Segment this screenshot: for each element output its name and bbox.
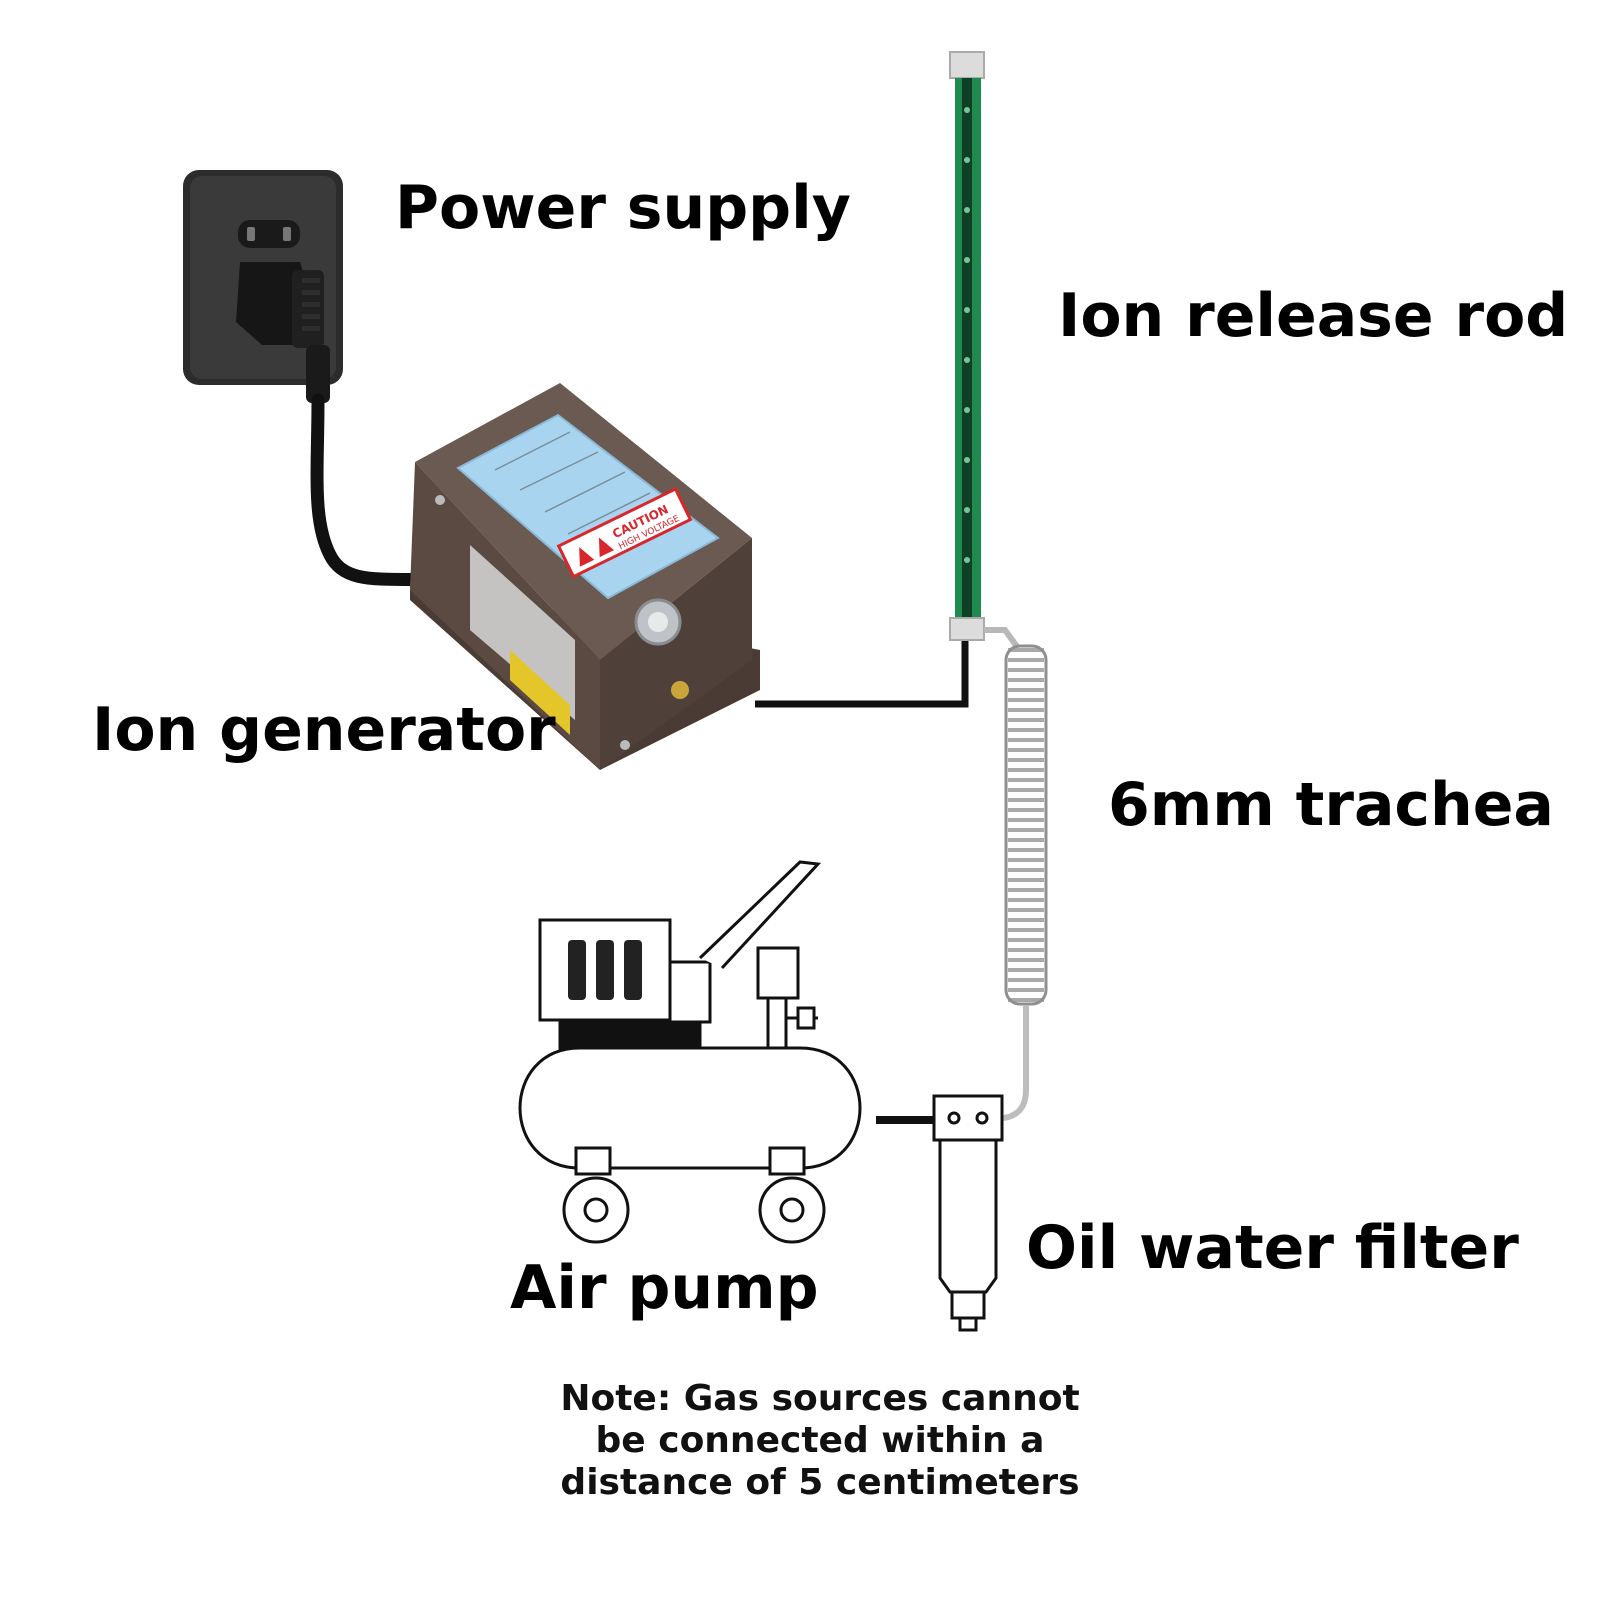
label-ion-generator: Ion generator: [92, 695, 556, 765]
hose-top: [984, 627, 1021, 650]
power-cable: [310, 393, 447, 587]
label-ion-release-rod: Ion release rod: [1058, 281, 1569, 351]
warning-triangle-icon: [579, 547, 595, 567]
hose-to-filter: [999, 1005, 1029, 1121]
ion-generator-device: CAUTION HIGH VOLTAGE: [410, 383, 760, 770]
note-line-3: distance of 5 centimeters: [560, 1462, 1080, 1503]
note-line-2: be connected within a: [595, 1420, 1045, 1461]
ground-terminal: [671, 681, 689, 699]
label-power-supply: Power supply: [395, 173, 851, 243]
label-oil-water-filter: Oil water filter: [1026, 1213, 1519, 1283]
plug-icon: [236, 262, 330, 403]
hv-cable: [755, 640, 969, 708]
coiled-hose: [1004, 644, 1048, 1006]
yellow-warning-label: [510, 650, 570, 735]
ion-release-rod: [949, 51, 985, 641]
high-voltage-icon: [598, 537, 615, 558]
spec-panel: [456, 413, 720, 600]
side-label: [470, 545, 575, 720]
label-trachea: 6mm trachea: [1108, 770, 1554, 840]
note-line-1: Note: Gas sources cannot: [560, 1378, 1080, 1419]
label-air-pump: Air pump: [510, 1253, 819, 1323]
installation-note: Note: Gas sources cannot be connected wi…: [560, 1378, 1080, 1504]
oil-water-filter-drawing: [932, 1094, 1004, 1332]
air-pump-drawing: [518, 860, 862, 1244]
